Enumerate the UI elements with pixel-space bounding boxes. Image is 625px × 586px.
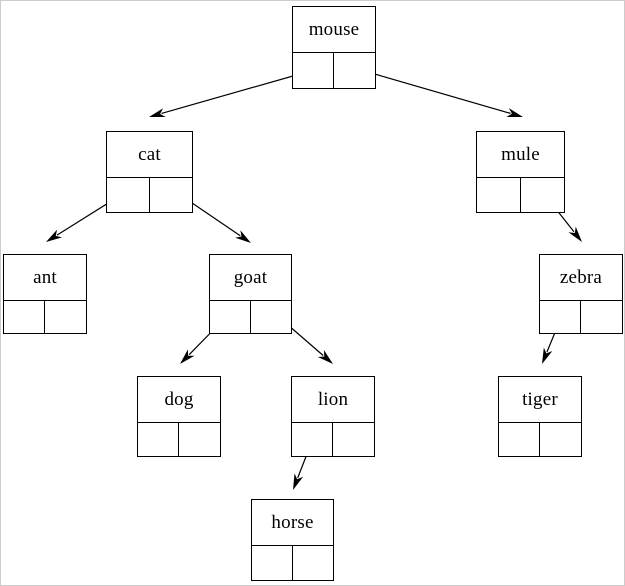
node-pointer-cells <box>252 546 333 580</box>
node-label: goat <box>210 255 291 301</box>
left-child-pointer-cell <box>210 301 251 333</box>
node-pointer-cells <box>107 178 192 212</box>
left-child-pointer-cell <box>252 546 293 580</box>
right-child-pointer-cell <box>293 546 334 580</box>
right-child-pointer-cell <box>150 178 193 212</box>
right-child-pointer-cell <box>251 301 292 333</box>
tree-node-horse[interactable]: horse <box>251 499 334 581</box>
node-label: lion <box>292 377 374 423</box>
edge-mouse-cat <box>149 69 315 118</box>
right-child-pointer-cell <box>540 423 581 456</box>
tree-node-lion[interactable]: lion <box>291 376 375 457</box>
left-child-pointer-cell <box>499 423 540 456</box>
right-child-pointer-cell <box>45 301 86 333</box>
right-child-pointer-cell <box>179 423 220 456</box>
edge-mouse-mule <box>353 67 523 117</box>
node-pointer-cells <box>477 178 564 212</box>
node-label: zebra <box>540 255 622 301</box>
node-label: mouse <box>293 7 375 53</box>
tree-node-zebra[interactable]: zebra <box>539 254 623 334</box>
node-label: tiger <box>499 377 581 423</box>
node-label: mule <box>477 132 564 178</box>
right-child-pointer-cell <box>521 178 565 212</box>
left-child-pointer-cell <box>540 301 581 333</box>
tree-node-mule[interactable]: mule <box>476 131 565 213</box>
tree-node-mouse[interactable]: mouse <box>292 6 376 89</box>
node-pointer-cells <box>138 423 220 456</box>
left-child-pointer-cell <box>4 301 45 333</box>
right-child-pointer-cell <box>334 53 375 88</box>
node-pointer-cells <box>293 53 375 88</box>
left-child-pointer-cell <box>292 423 333 456</box>
tree-node-dog[interactable]: dog <box>137 376 221 457</box>
node-pointer-cells <box>540 301 622 333</box>
node-label: ant <box>4 255 86 301</box>
node-label: dog <box>138 377 220 423</box>
left-child-pointer-cell <box>477 178 521 212</box>
right-child-pointer-cell <box>581 301 622 333</box>
node-pointer-cells <box>292 423 374 456</box>
left-child-pointer-cell <box>138 423 179 456</box>
node-pointer-cells <box>499 423 581 456</box>
left-child-pointer-cell <box>107 178 150 212</box>
node-pointer-cells <box>210 301 291 333</box>
node-pointer-cells <box>4 301 86 333</box>
tree-node-goat[interactable]: goat <box>209 254 292 334</box>
node-label: cat <box>107 132 192 178</box>
tree-node-tiger[interactable]: tiger <box>498 376 582 457</box>
tree-node-cat[interactable]: cat <box>106 131 193 213</box>
left-child-pointer-cell <box>293 53 334 88</box>
node-label: horse <box>252 500 333 546</box>
right-child-pointer-cell <box>333 423 374 456</box>
tree-node-ant[interactable]: ant <box>3 254 87 334</box>
